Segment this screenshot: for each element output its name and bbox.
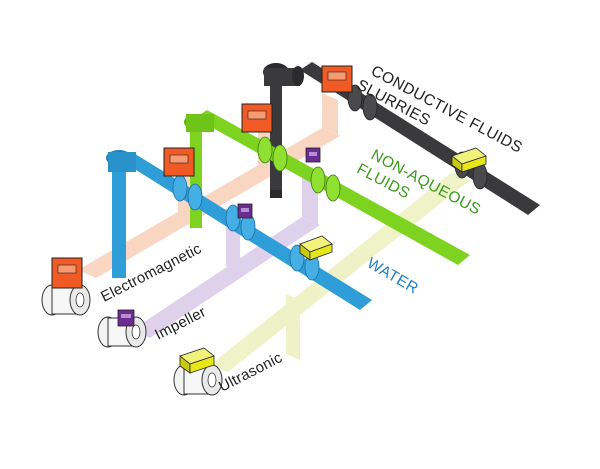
non-aqueous-fluids-pipe <box>184 110 470 265</box>
electromagnetic-meter-conductive <box>321 65 353 93</box>
impeller-meter-water <box>237 203 253 219</box>
ultrasonic-meter-water <box>299 235 333 261</box>
impeller-flowmeter-icon <box>97 309 147 348</box>
ultrasonic-meter-conductive <box>451 147 487 173</box>
electromagnetic-meter-water <box>163 147 195 177</box>
water-label: WATER <box>364 255 421 298</box>
ultrasonic-flowmeter-icon <box>173 347 223 396</box>
conductive-fluids-pipe <box>263 62 540 215</box>
electromagnetic-flowmeter-icon <box>41 257 91 316</box>
water-pipe <box>106 150 372 310</box>
impeller-meter-nonaqueous <box>305 147 321 163</box>
electromagnetic-meter-nonaqueous <box>241 103 273 133</box>
